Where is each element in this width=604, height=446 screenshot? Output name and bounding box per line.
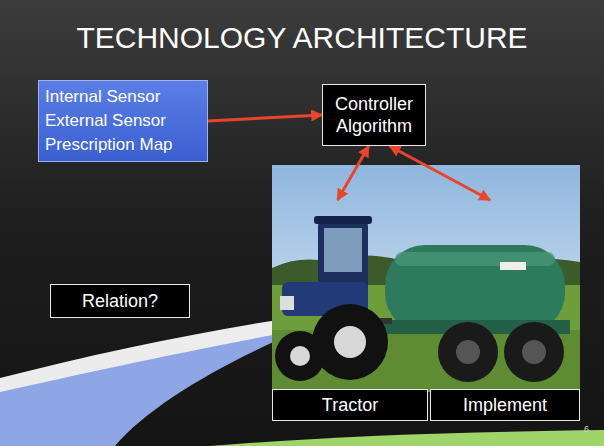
- node-text: Controller Algorithm: [329, 93, 419, 137]
- tractor-photo: [272, 165, 580, 392]
- tractor-box: Tractor: [272, 200, 428, 421]
- implement-box: Implement: [430, 200, 580, 421]
- red-arrow: [208, 115, 322, 121]
- node-text: Implement: [430, 389, 580, 421]
- node-text: Relation?: [57, 290, 183, 312]
- input-box: Internal SensorExternal SensorPrescripti…: [38, 80, 208, 162]
- node-text: Prescription Map: [45, 133, 201, 157]
- green-band: [210, 430, 604, 446]
- page-number: 6: [584, 424, 589, 434]
- node-text: External Sensor: [45, 109, 201, 133]
- node-text: Tractor: [272, 389, 428, 421]
- red-arrow: [390, 146, 490, 200]
- slide-title: TECHNOLOGY ARCHITECTURE: [0, 20, 604, 56]
- node-text: Internal Sensor: [45, 85, 201, 109]
- question-box: Relation?: [50, 284, 190, 318]
- controller-box: Controller Algorithm: [322, 84, 426, 146]
- swoosh-blue: [0, 330, 300, 446]
- red-arrow: [338, 146, 369, 200]
